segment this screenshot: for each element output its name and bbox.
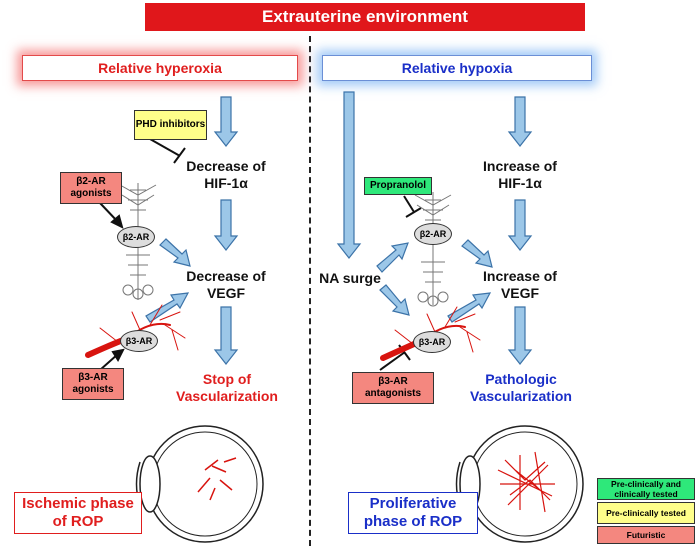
arrow-na-to-beta3 <box>379 284 410 316</box>
activate-head-beta3-agonists <box>111 348 125 363</box>
legend-preclinically-and-clinically-tested: Pre-clinically and clinically tested <box>597 478 695 500</box>
na-surge-label: NA surge <box>319 270 381 286</box>
relative-hyperoxia-header: Relative hyperoxia <box>22 55 298 81</box>
beta2-receptor-right: β2-AR <box>414 223 452 245</box>
activate-head-beta2-agonists <box>110 214 124 229</box>
stop-of-vascularization-label: Stop of Vascularization <box>176 371 278 404</box>
left-vegf-label: Decrease of VEGF <box>186 268 266 301</box>
inhibit-bar-propranolol <box>405 207 422 218</box>
arrow-left-hif-to-vegf <box>213 199 239 251</box>
arrow-beta2-to-vegf-left <box>159 238 191 267</box>
eye-left <box>135 425 264 543</box>
propranolol-tag: Propranolol <box>364 177 432 195</box>
beta3-agonists-tag: β3-AR agonists <box>62 368 124 400</box>
beta3-antagonists-tag: β3-AR antagonists <box>352 372 434 404</box>
phd-inhibitors-tag: PHD inhibitors <box>134 110 207 140</box>
ischemic-phase-box: Ischemic phase of ROP <box>14 492 142 534</box>
relative-hypoxia-header: Relative hypoxia <box>322 55 592 81</box>
right-hif-label: Increase of HIF-1α <box>483 158 557 191</box>
neuron-right <box>414 192 452 307</box>
arrow-beta2-to-vegf-right <box>461 239 493 268</box>
center-divider <box>309 36 311 546</box>
beta3-receptor-left: β3-AR <box>120 330 158 352</box>
arrow-right-header-to-hif <box>507 96 533 147</box>
extrauterine-environment-banner: Extrauterine environment <box>145 3 585 31</box>
legend-futuristic: Futuristic <box>597 526 695 544</box>
inhibit-bar-phd <box>173 147 186 164</box>
pathologic-vascularization-label: Pathologic Vascularization <box>470 371 572 404</box>
arrow-right-hif-to-vegf <box>507 199 533 251</box>
beta2-agonists-tag: β2-AR agonists <box>60 172 122 204</box>
arrow-na-to-beta2 <box>376 242 409 273</box>
arrow-na-surge-down <box>336 91 362 259</box>
arrow-left-vegf-to-outcome <box>213 306 239 365</box>
beta3-receptor-right: β3-AR <box>413 331 451 353</box>
left-hif-label: Decrease of HIF-1α <box>186 158 266 191</box>
inhibit-line-beta3-antagonists <box>379 351 406 371</box>
arrow-left-header-to-hif <box>213 96 239 147</box>
proliferative-phase-box: Proliferative phase of ROP <box>348 492 478 534</box>
arrow-right-vegf-to-outcome <box>507 306 533 365</box>
inhibit-line-phd <box>149 138 181 157</box>
legend-preclinically-tested: Pre-clinically tested <box>597 502 695 524</box>
right-vegf-label: Increase of VEGF <box>483 268 557 301</box>
beta2-receptor-left: β2-AR <box>117 226 155 248</box>
inhibit-line-propranolol <box>403 195 415 213</box>
